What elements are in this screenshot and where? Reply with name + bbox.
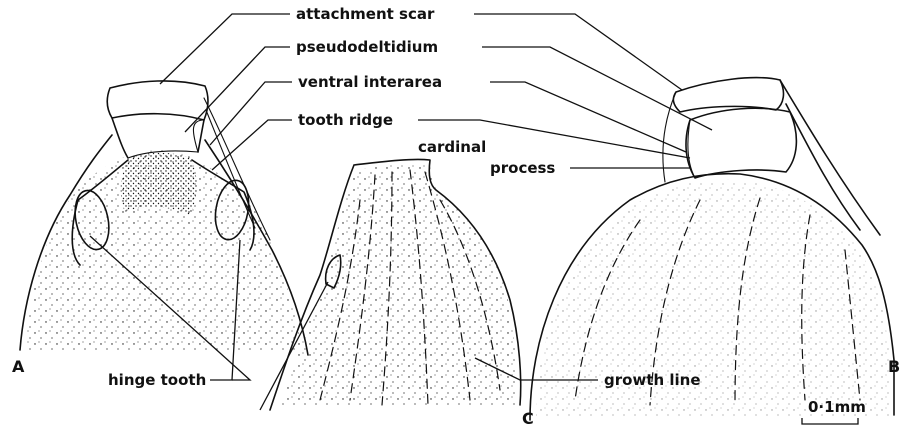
label-hinge-tooth: hinge tooth — [108, 371, 206, 389]
leader-pseudodeltidium-b — [482, 47, 712, 130]
scale-bar: 0·1mm — [802, 398, 866, 424]
label-process: process — [490, 159, 555, 177]
scale-bar-label: 0·1mm — [808, 398, 866, 416]
label-attachment-scar: attachment scar — [296, 5, 435, 23]
specimen-b-attachment-scar — [673, 78, 783, 112]
panel-label-b: B — [888, 357, 900, 376]
label-tooth-ridge: tooth ridge — [298, 111, 393, 129]
label-pseudodeltidium: pseudodeltidium — [296, 38, 438, 56]
label-ventral-interarea: ventral interarea — [298, 73, 442, 91]
specimen-b-pseudodeltidium — [686, 108, 796, 178]
specimen-b-body — [536, 180, 890, 418]
specimen-c-drawing — [270, 159, 521, 410]
label-growth-line: growth line — [604, 371, 701, 389]
specimen-b-drawing — [530, 78, 894, 420]
leader-attachment-scar-a — [160, 14, 290, 84]
panel-label-c: C — [522, 409, 534, 428]
label-cardinal: cardinal — [418, 138, 486, 156]
panel-label-a: A — [12, 357, 25, 376]
specimen-a-hinge-shading — [121, 153, 197, 215]
leader-tooth-ridge-a — [212, 120, 292, 170]
specimen-a-attachment-scar — [107, 81, 208, 120]
scale-bar-line — [802, 418, 858, 424]
leader-ventral-interarea-b — [490, 82, 686, 152]
leader-attachment-scar-b — [474, 14, 682, 90]
